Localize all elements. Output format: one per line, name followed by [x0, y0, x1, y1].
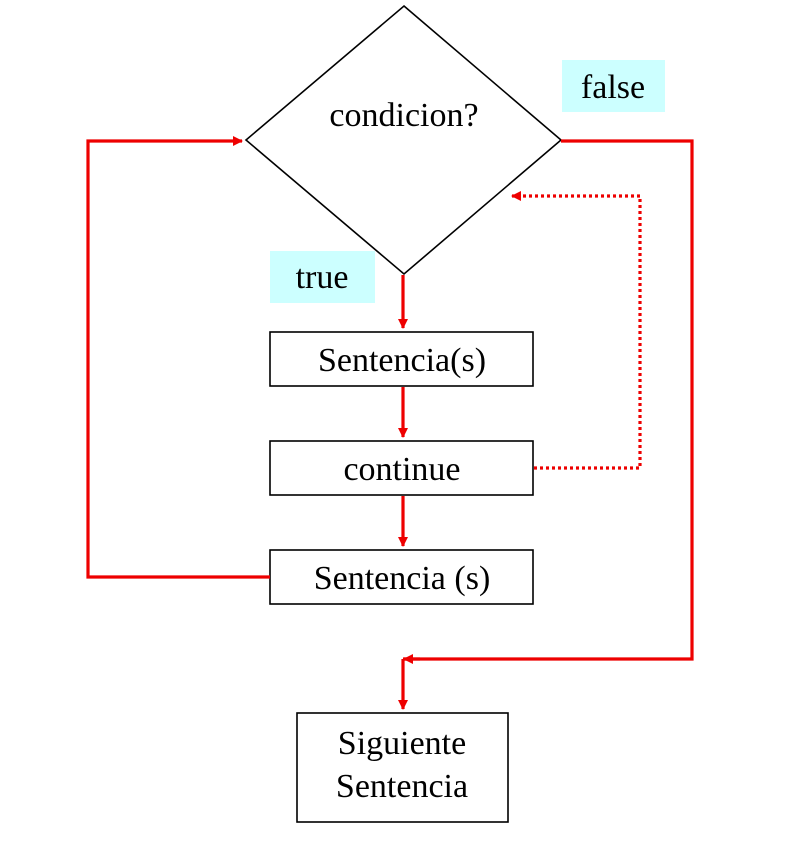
- next-statement-line2: Sentencia: [336, 768, 468, 805]
- statement-text-first: Sentencia(s): [318, 342, 486, 379]
- arrow-continue-dotted: [511, 191, 642, 470]
- decision-diamond: [244, 4, 563, 276]
- next-statement-line1: Siguiente: [338, 725, 466, 762]
- next-statement-box: [296, 712, 509, 823]
- false-label: false: [581, 69, 645, 106]
- decision-text: condicion?: [329, 97, 478, 134]
- statement-text-second: Sentencia (s): [314, 560, 491, 597]
- statement-box-first: [269, 331, 534, 387]
- statement-box-second: [269, 549, 534, 605]
- continue-box: [269, 440, 534, 496]
- arrow-false-exit: [403, 139, 694, 661]
- continue-text: continue: [343, 451, 460, 488]
- arrow-loop-back: [86, 136, 270, 579]
- true-label-background: [270, 251, 375, 303]
- true-label: true: [296, 259, 349, 296]
- false-label-background: [562, 60, 665, 112]
